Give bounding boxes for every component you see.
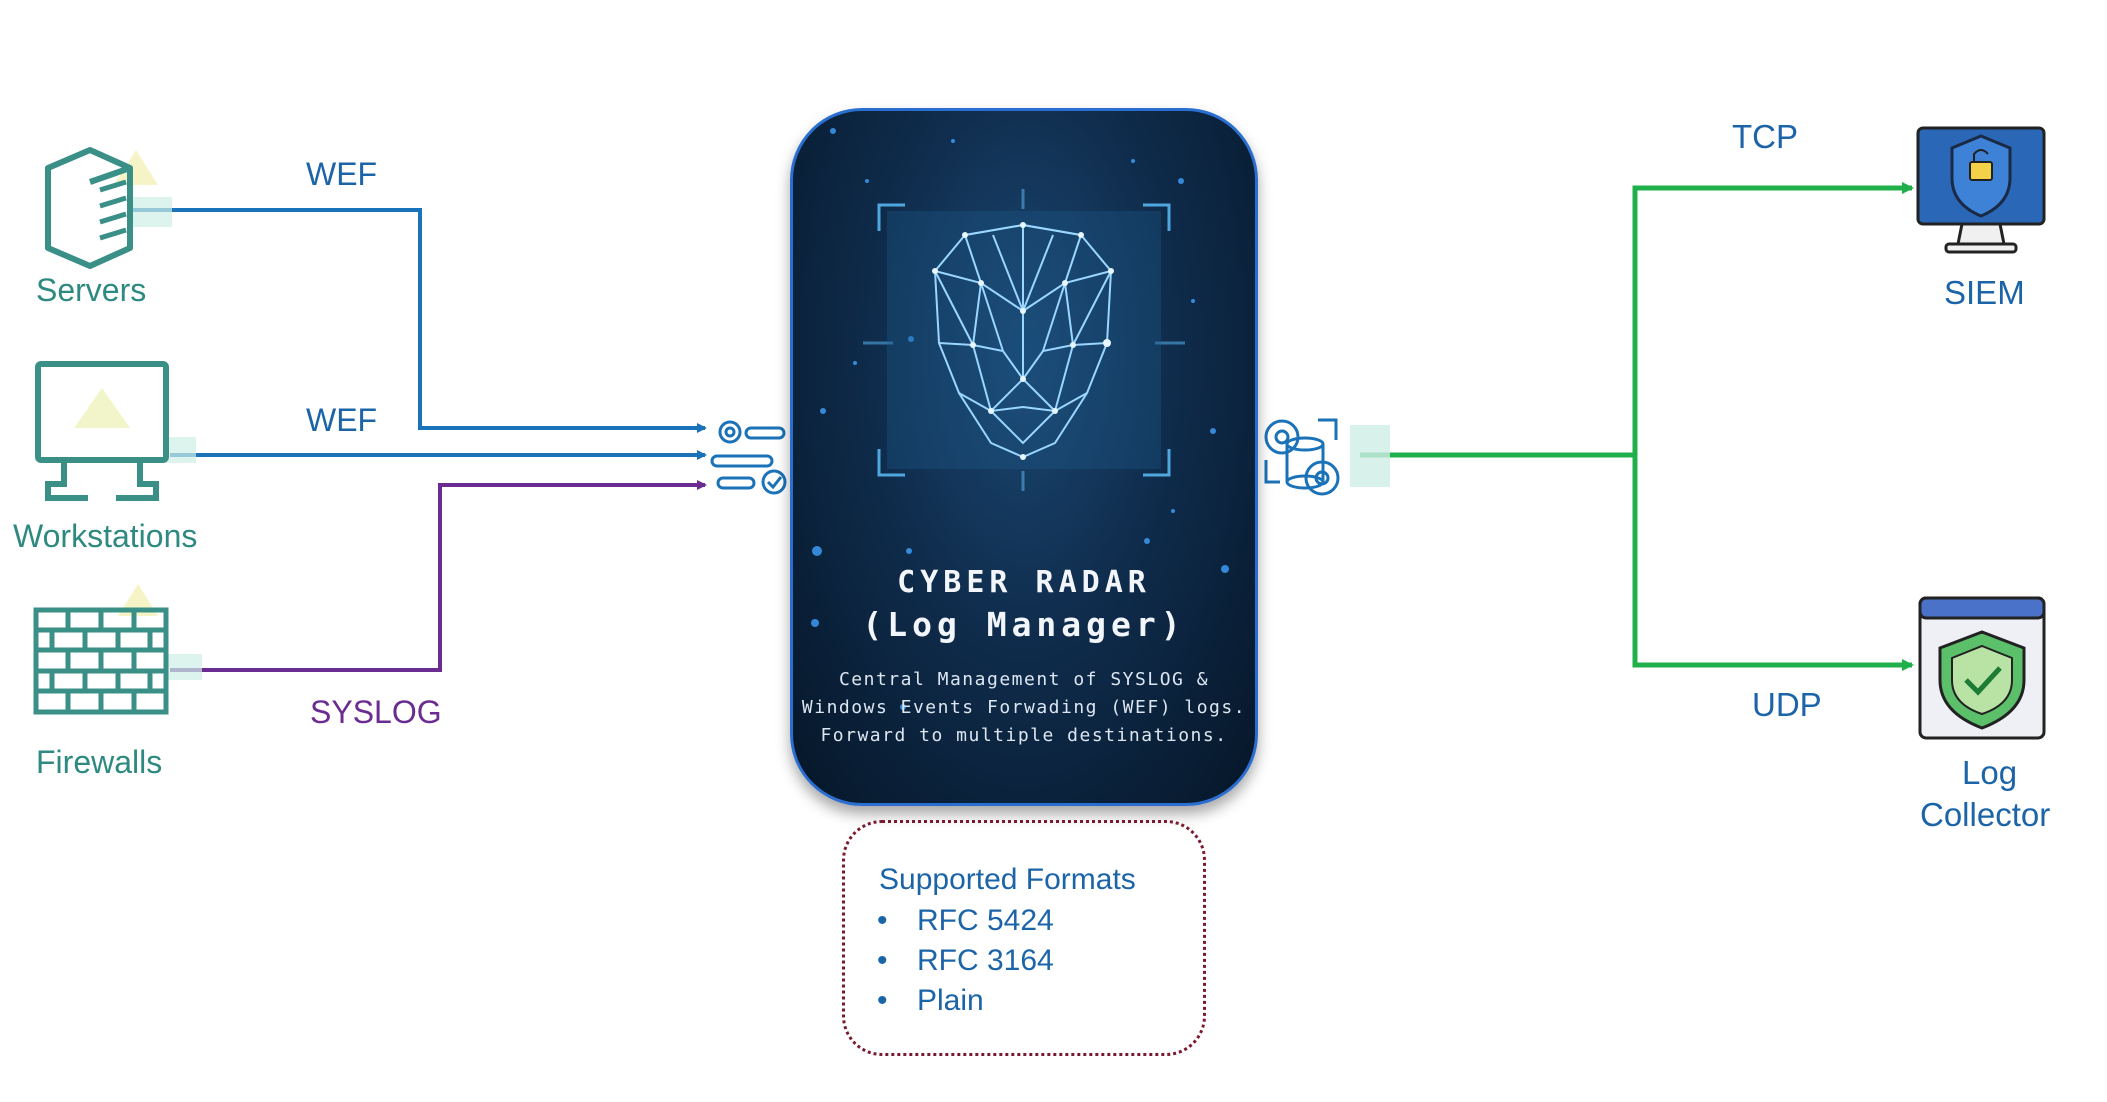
collector-udp-connector — [1632, 455, 1914, 671]
card-desc-line2: Windows Events Forwading (WEF) logs. — [801, 697, 1247, 718]
card-title-line1: CYBER RADAR — [897, 565, 1151, 600]
firewalls-protocol-label: SYSLOG — [310, 694, 442, 730]
shield-lock-icon — [1916, 126, 2046, 254]
siem-protocol-label: TCP — [1732, 118, 1798, 155]
card-desc-line3: Forward to multiple destinations. — [820, 725, 1228, 746]
siem-tcp-connector — [1632, 182, 1914, 455]
card-title-line2: (Log Manager) — [862, 605, 1186, 644]
server-icon — [45, 147, 133, 269]
workstations-label: Workstations — [13, 518, 198, 554]
formats-list: RFC 5424 RFC 3164 Plain — [877, 901, 1054, 1021]
envelope-icon — [166, 654, 202, 680]
collector-label-line2: Collector — [1920, 796, 2051, 833]
collector-label-line1: Log — [1962, 754, 2018, 791]
format-item: RFC 3164 — [877, 941, 1054, 981]
supported-formats-box: Supported Formats RFC 5424 RFC 3164 Plai… — [842, 820, 1206, 1056]
shield-check-icon — [1918, 596, 2046, 740]
warning-icon — [74, 388, 130, 428]
card-desc-line1: Central Management of SYSLOG & — [838, 669, 1210, 690]
envelope-icon — [1350, 425, 1390, 487]
formats-title: Supported Formats — [879, 863, 1136, 896]
collector-protocol-label: UDP — [1752, 686, 1822, 723]
servers-wef-connector — [130, 208, 707, 433]
face-scan-graphic — [811, 128, 1229, 710]
format-item: Plain — [877, 981, 1054, 1021]
servers-protocol-label: WEF — [306, 156, 378, 192]
envelope-icon — [166, 437, 196, 463]
siem-label: SIEM — [1944, 274, 2025, 311]
format-item: RFC 5424 — [877, 901, 1054, 941]
monitor-icon — [35, 361, 169, 501]
envelope-icon — [128, 197, 172, 227]
workstations-protocol-label: WEF — [306, 402, 378, 438]
log-manager-card: CYBER RADAR (Log Manager) Central Manage… — [790, 108, 1258, 806]
gear-icon — [710, 420, 787, 495]
servers-label: Servers — [36, 272, 147, 308]
warning-icon — [114, 150, 158, 185]
firewall-icon — [33, 607, 169, 715]
firewalls-syslog-connector — [170, 480, 707, 672]
database-gear-icon — [1264, 418, 1340, 496]
firewalls-label: Firewalls — [36, 744, 163, 780]
